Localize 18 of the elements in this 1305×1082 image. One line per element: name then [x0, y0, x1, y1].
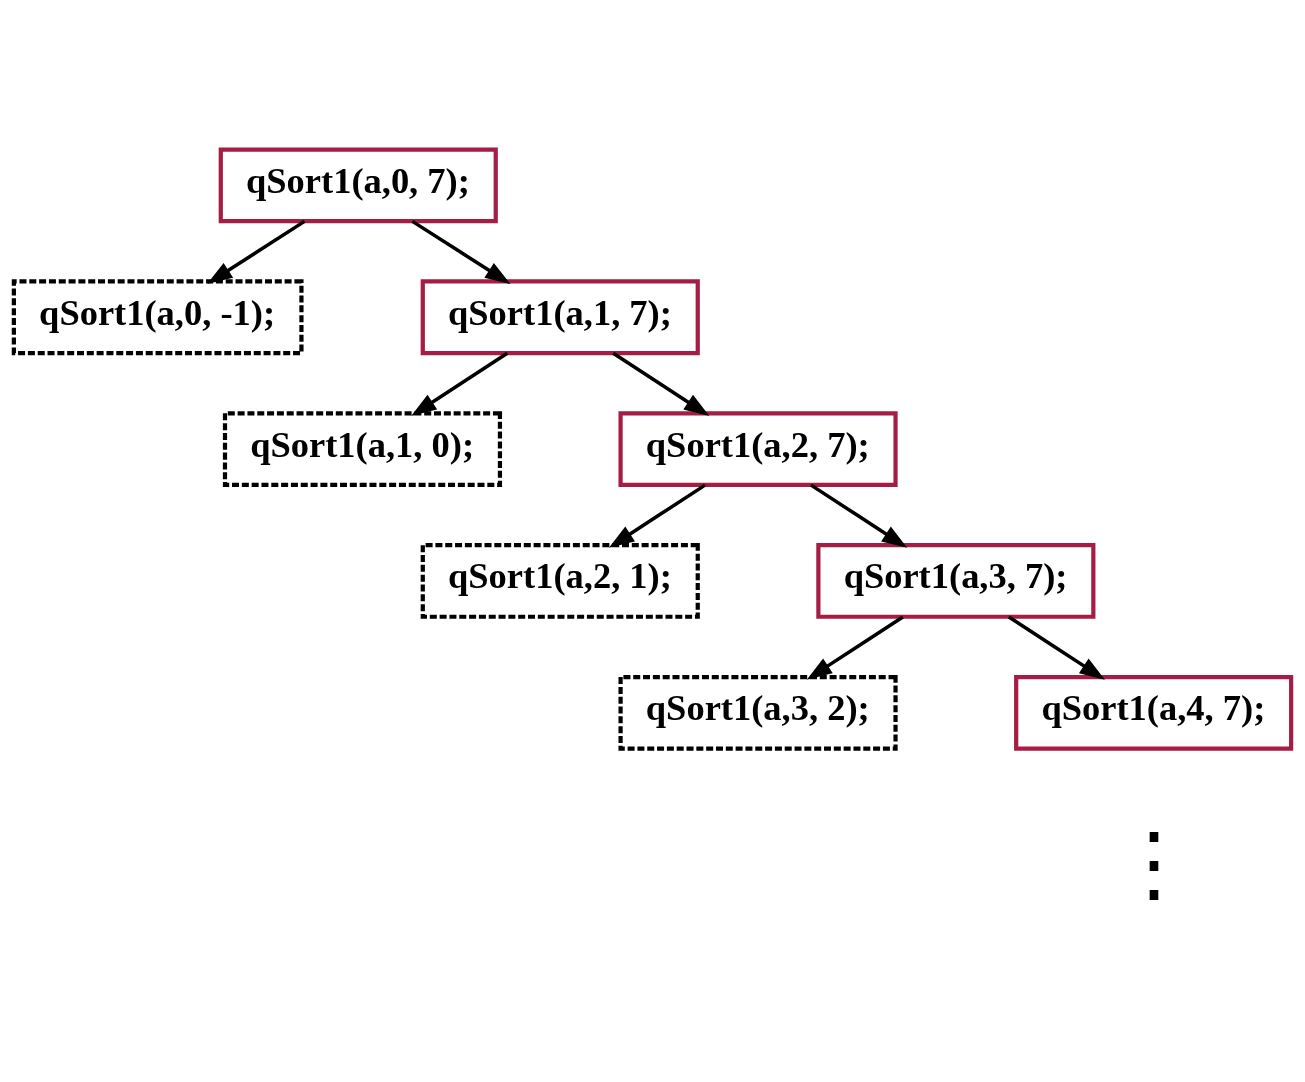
arrow [810, 483, 908, 548]
node-box: qSort1(a,0, -1); [11, 279, 304, 356]
node-box: qSort1(a,3, 2); [618, 674, 898, 751]
node-box: qSort1(a,4, 7); [1014, 674, 1294, 751]
arrow [612, 351, 710, 416]
node-box: qSort1(a,1, 0); [222, 411, 503, 487]
arrow [1007, 615, 1105, 680]
arrow [608, 483, 706, 548]
node-box: qSort1(a,3, 7); [816, 543, 1096, 619]
arrow [411, 351, 509, 416]
label: ⋮ [1111, 816, 1196, 910]
arrow [411, 219, 511, 285]
arrow [806, 615, 904, 680]
node-box: qSort1(a,2, 1); [420, 543, 700, 619]
node-box: qSort1(a,0, 7); [218, 147, 498, 224]
node-box: qSort1(a,2, 7); [618, 411, 898, 487]
arrow [207, 219, 306, 285]
node-box: qSort1(a,1, 7); [420, 279, 700, 356]
